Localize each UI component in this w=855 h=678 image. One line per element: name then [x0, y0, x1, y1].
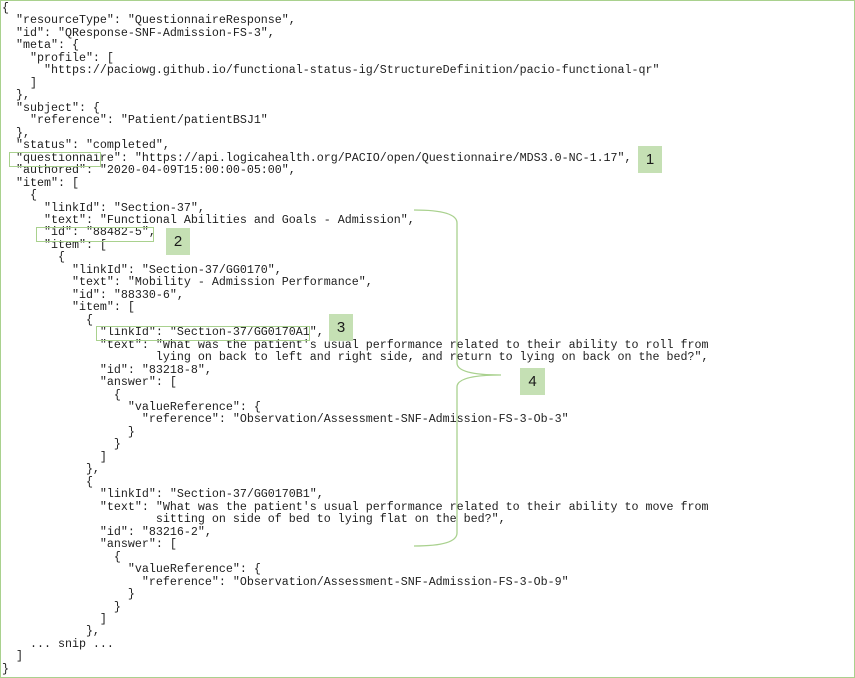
code-line: "reference": "Patient/patientBSJ1": [2, 113, 268, 128]
code-line: },: [2, 462, 100, 477]
code-line: "valueReference": {: [2, 562, 261, 577]
code-line: ]: [2, 75, 37, 90]
callout-2: 2: [166, 228, 190, 255]
callout-3: 3: [329, 314, 353, 341]
json-code-block: { "resourceType": "QuestionnaireResponse…: [2, 1, 709, 676]
code-line: "reference": "Observation/Assessment-SNF…: [2, 412, 569, 427]
code-line: ]: [2, 449, 107, 464]
code-line: {: [2, 312, 93, 327]
code-line: }: [2, 424, 135, 439]
code-line: },: [2, 125, 30, 140]
code-line: "item": [: [2, 300, 135, 315]
code-line: {: [2, 188, 37, 203]
code-line: "text": "What was the patient's usual pe…: [2, 499, 709, 514]
code-line: "valueReference": {: [2, 400, 261, 414]
code-line: sitting on side of bed to lying flat on …: [2, 512, 506, 527]
code-line: "status": "completed",: [2, 138, 170, 153]
code-line: {: [2, 250, 65, 265]
code-line: }: [2, 661, 9, 676]
code-line: "linkId": "Section-37/GG0170A1",: [2, 325, 324, 340]
code-line: "answer": [: [2, 537, 177, 552]
code-line: "linkId": "Section-37/GG0170B1",: [2, 487, 324, 502]
code-line: ... snip ...: [2, 636, 114, 651]
code-line: {: [2, 549, 121, 564]
code-line: }: [2, 437, 121, 452]
code-line: "id": "88482-5",: [2, 225, 156, 240]
code-line: "meta": {: [2, 38, 79, 53]
code-line: },: [2, 88, 30, 103]
code-line: },: [2, 624, 100, 639]
code-line: "linkId": "Section-37",: [2, 200, 205, 215]
code-line: "id": "88330-6",: [2, 287, 184, 302]
highlight-questionnaire-key: [9, 152, 101, 167]
code-line: "item": [: [2, 175, 79, 190]
code-line: }: [2, 587, 135, 602]
code-line: lying on back to left and right side, an…: [2, 350, 709, 365]
code-line: "answer": [: [2, 375, 177, 390]
callout-4: 4: [520, 368, 545, 395]
code-line: "id": "83216-2",: [2, 524, 212, 539]
code-line: "https://paciowg.github.io/functional-st…: [2, 63, 660, 78]
code-line: "text": "Mobility - Admission Performanc…: [2, 275, 373, 290]
code-line: {: [2, 474, 93, 489]
code-line: "subject": {: [2, 100, 100, 115]
code-line: "resourceType": "QuestionnaireResponse",: [2, 13, 296, 28]
code-line: "questionnaire": "https://api.logicaheal…: [2, 150, 632, 165]
code-line: "reference": "Observation/Assessment-SNF…: [2, 574, 569, 589]
code-line: "text": "What was the patient's usual pe…: [2, 337, 709, 352]
code-line: "text": "Functional Abilities and Goals …: [2, 212, 415, 227]
code-line: {: [2, 387, 121, 402]
code-line: ]: [2, 649, 23, 664]
callout-1: 1: [638, 146, 662, 173]
highlight-id-88482-5: [36, 227, 154, 242]
code-line: "profile": [: [2, 50, 114, 65]
highlight-linkid-gg0170a1: [96, 326, 310, 341]
code-line: }: [2, 599, 121, 614]
code-line: {: [2, 1, 9, 15]
code-line: ]: [2, 611, 107, 626]
code-line: "linkId": "Section-37/GG0170",: [2, 262, 282, 277]
code-line: "id": "QResponse-SNF-Admission-FS-3",: [2, 25, 275, 40]
code-line: "id": "83218-8",: [2, 362, 212, 377]
